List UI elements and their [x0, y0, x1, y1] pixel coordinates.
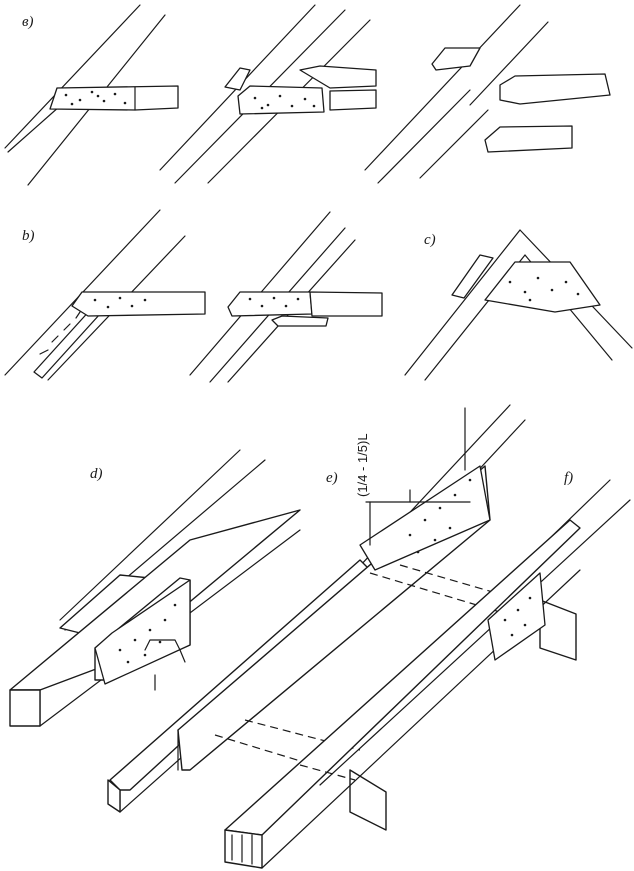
panel-a-joint-3	[364, 4, 611, 184]
splice-plate	[94, 579, 191, 685]
panel-label-d: d)	[90, 466, 103, 482]
panel-label-e: e)	[326, 470, 338, 486]
panel-c-ridge-joint	[404, 229, 633, 381]
splice-plate	[71, 291, 206, 317]
splice-plate	[49, 85, 179, 111]
panel-label-a: в)	[22, 14, 34, 30]
panel-b-joint-2	[189, 211, 383, 383]
panel-a-joint-1	[4, 4, 179, 186]
panel-label-c: c)	[424, 232, 436, 248]
panel-label-b: b)	[22, 228, 35, 244]
panel-b-joint-1	[4, 209, 206, 381]
splice-plate	[487, 572, 546, 661]
panel-f-assembly	[224, 479, 631, 869]
ridge-plate	[484, 261, 601, 313]
splice-plate	[237, 85, 325, 115]
panel-d-assembly	[9, 449, 301, 727]
splice-plate	[359, 465, 491, 571]
splice-plate	[227, 291, 313, 317]
panel-e-assembly	[107, 404, 526, 813]
panel-label-f: f)	[564, 470, 574, 486]
dimension-label: (1/4 - 1/5)L	[355, 433, 370, 497]
panel-a-joint-2	[159, 4, 377, 184]
